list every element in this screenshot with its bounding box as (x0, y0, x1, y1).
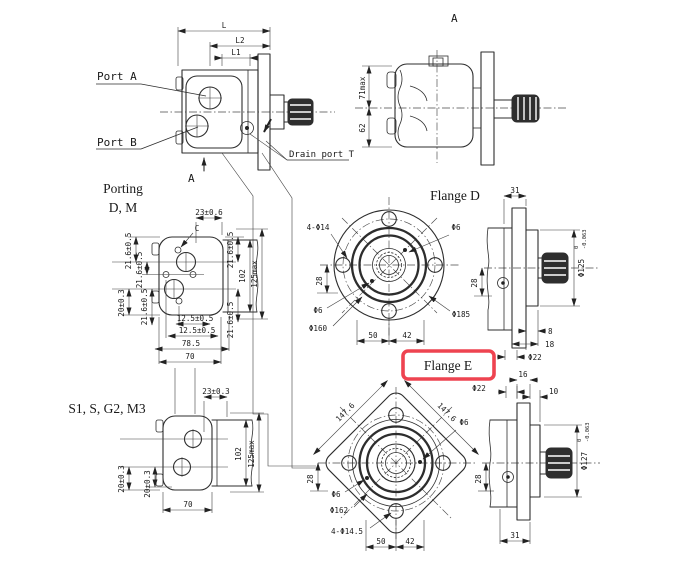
dim-dia-125: Φ125 (577, 259, 586, 277)
dim-right-3: 125max (250, 260, 259, 288)
rear-view: A 71max 62 (355, 12, 568, 166)
dim-pilot-160: Φ160 (309, 324, 328, 333)
dia-e-tol-lower: -0.063 (585, 423, 591, 442)
dim-s-right-2: 125max (247, 440, 256, 468)
port-b-label: Port B (97, 136, 137, 149)
dim-dia-127: Φ127 (580, 452, 589, 470)
dim-span-42: 42 (402, 331, 411, 340)
dim-s-23: 23±0.3 (202, 387, 229, 396)
section-a-label: A (188, 172, 195, 185)
dim-pin-left: Φ6 (331, 490, 341, 499)
dim-side-28: 28 (470, 278, 479, 288)
dim-offset-right: 28 (474, 474, 483, 484)
dim-18: 18 (545, 340, 555, 349)
dim-e-phi22: Φ22 (472, 384, 486, 393)
dim-e-span-42: 42 (405, 537, 414, 546)
dim-right-4: 21.6±0.5 (226, 302, 235, 339)
dim-l1: L1 (231, 48, 241, 57)
dim-pin-right: Φ6 (459, 418, 469, 427)
dim-bottom-2: 12.5±0.5 (179, 326, 216, 335)
dim-left-1: 21.6±0.5 (124, 233, 133, 270)
dim-l2: L2 (235, 36, 244, 45)
flange-d-side-view: 31 28 Φ125 0 -0.063 8 18 Φ22 (470, 186, 598, 362)
dim-10: 10 (549, 387, 559, 396)
dim-pin-bottom: Φ6 (313, 306, 323, 315)
flange-e-view: 147.6 147.6 Φ6 Φ6 Φ162 4-Φ14.5 28 28 50 … (306, 380, 494, 551)
flange-d-view: Flange D 4-Φ14 Φ6 28 Φ6 Φ160 Φ185 50 42 (307, 188, 480, 345)
dim-bottom-3: 78.5 (182, 339, 200, 348)
section-cut-arrow (263, 118, 272, 133)
port-a-label: Port A (97, 70, 137, 83)
flange-e-title: Flange E (424, 358, 472, 373)
dim-s-left-2: 20±0.3 (143, 470, 152, 497)
flange-e-highlight: Flange E (401, 349, 496, 381)
dim-71max: 71max (358, 76, 367, 99)
dim-offset-left: 28 (306, 474, 315, 484)
hole-c-label: C (195, 224, 200, 233)
dim-62: 62 (358, 123, 367, 132)
porting-title-line1: Porting (103, 181, 143, 196)
dim-bottom-4: 70 (185, 352, 195, 361)
dim-pin-top: Φ6 (451, 223, 461, 232)
dim-l: L (222, 21, 227, 30)
dim-left-2: 21.6±0.5 (135, 252, 144, 289)
dim-16: 16 (518, 370, 528, 379)
rear-view-title: A (451, 12, 458, 25)
dim-31: 31 (510, 186, 520, 195)
dim-e-31: 31 (510, 531, 520, 540)
dia-tol-lower: -0.063 (582, 230, 588, 249)
dim-s-70: 70 (183, 500, 193, 509)
dim-right-2: 102 (238, 269, 247, 283)
dim-span-50: 50 (368, 331, 378, 340)
dim-phi22: Φ22 (528, 353, 542, 362)
s-series-view: S1, S, G2, M3 23±0.3 20±0.3 20±0.3 102 1… (68, 387, 264, 513)
porting-title-line2: D, M (109, 200, 138, 215)
flange-e-dia-dim: Φ127 0 -0.063 (577, 423, 591, 471)
projection-lines (174, 152, 318, 469)
flange-d-title: Flange D (430, 188, 480, 203)
s-series-title: S1, S, G2, M3 (68, 401, 146, 416)
dim-left-3: 20±0.3 (117, 289, 126, 316)
top-side-view: L L2 L1 Port A Port B Drain port T A (96, 21, 355, 185)
dim-left-4: 21.6±0.5 (140, 289, 149, 326)
flange-e-highlight-box (401, 349, 496, 381)
dim-offset-28: 28 (315, 276, 324, 286)
dia-tol-upper: 0 (574, 246, 580, 249)
dim-8: 8 (548, 327, 553, 336)
dim-s-right-1: 102 (234, 447, 243, 461)
dim-bottom-1: 12.5±0.5 (177, 314, 214, 323)
flange-e-side-view: 16 Φ22 10 Φ127 0 -0.063 31 (472, 370, 600, 544)
porting-dm-view: Porting D, M 23±0.6 C 21.6±0.5 21.6±0.5 … (103, 181, 268, 365)
dim-pilot-162: Φ162 (330, 506, 348, 515)
dia-e-tol-upper: 0 (577, 439, 583, 442)
dim-e-span-50: 50 (376, 537, 386, 546)
dim-23-06: 23±0.6 (195, 208, 223, 217)
dim-right-1: 21.6±0.5 (226, 232, 235, 269)
dim-od-185: Φ185 (452, 310, 470, 319)
dim-s-left-1: 20±0.3 (117, 465, 126, 492)
drain-port-label: Drain port T (289, 150, 355, 160)
dim-bolt-holes-145: 4-Φ14.5 (331, 527, 363, 536)
flange-d-dia-dim: Φ125 0 -0.063 (574, 230, 588, 278)
dim-bolt-holes: 4-Φ14 (307, 223, 330, 232)
